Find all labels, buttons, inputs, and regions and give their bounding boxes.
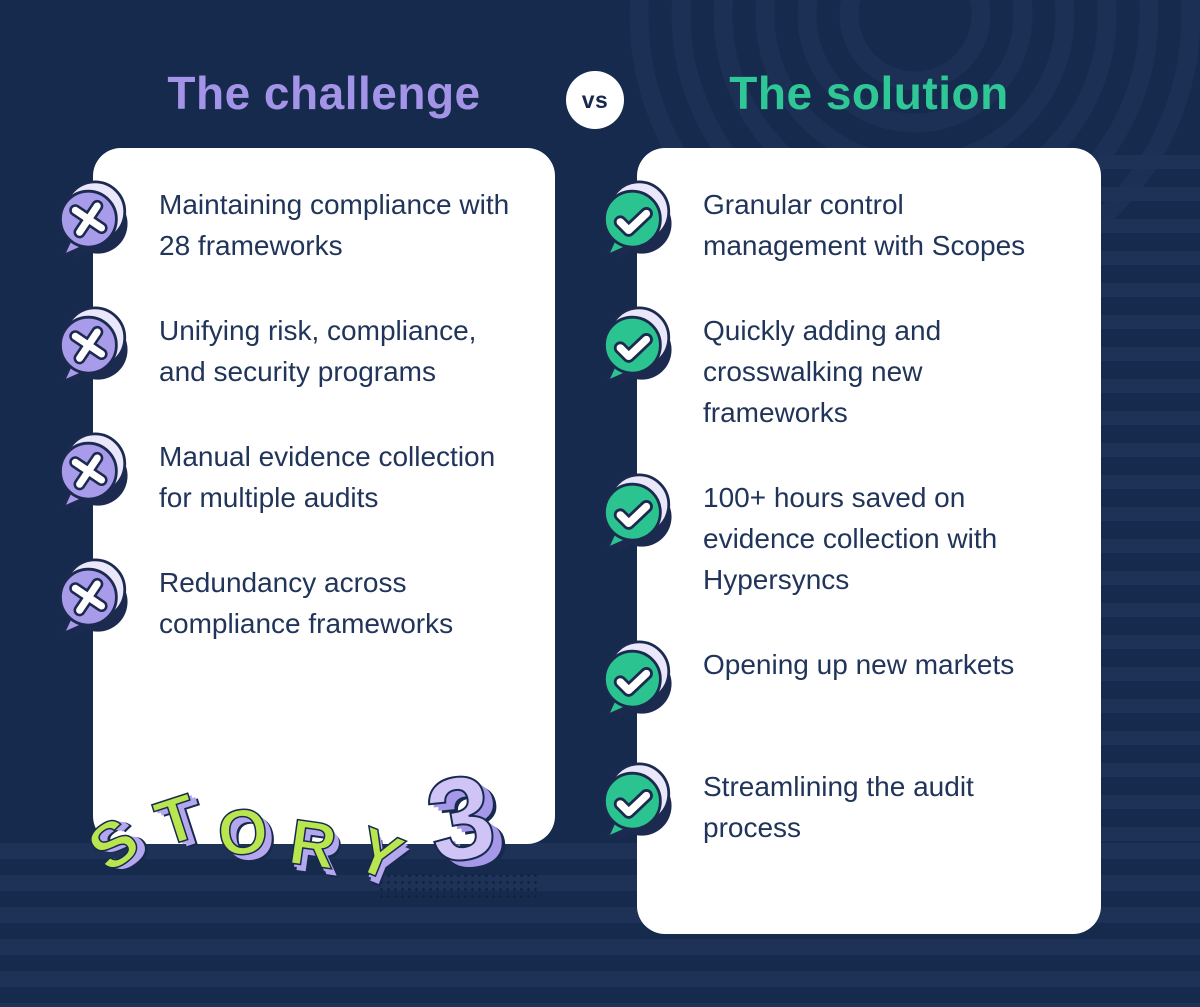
plus-bubble-icon [59,558,128,638]
challenge-card: Maintaining compliance with 28 framework… [59,148,555,844]
challenge-item: Unifying risk, compliance, and security … [59,306,527,392]
plus-bubble-icon [59,180,128,260]
solution-item-text: Quickly adding and crosswalking new fram… [703,315,942,428]
story-letter: O [213,793,272,871]
solution-item-text: Granular control management with Scopes [703,189,1026,261]
challenge-item-text: Redundancy across compliance frameworks [159,567,454,639]
plus-bubble-icon [59,306,128,386]
story-letter: Y [345,812,413,896]
check-bubble-icon [603,473,672,553]
challenge-item-text: Maintaining compliance with 28 framework… [159,189,510,261]
story-letter: T [146,779,207,861]
solution-item-list: Granular control management with Scopes … [603,148,1101,848]
challenge-item-text: Manual evidence collection for multiple … [159,441,496,513]
solution-item: Granular control management with Scopes [603,180,1073,266]
solution-item: Streamlining the audit process [603,762,1073,848]
plus-bubble-icon [59,432,128,512]
solution-item: Quickly adding and crosswalking new fram… [603,306,1073,433]
story-letter: R [284,804,341,883]
solution-item: Opening up new markets [603,640,1073,722]
solution-item-text: Opening up new markets [703,649,1015,680]
challenge-item-list: Maintaining compliance with 28 framework… [59,148,555,644]
check-bubble-icon [603,180,672,260]
challenge-item-text: Unifying risk, compliance, and security … [159,315,477,387]
challenge-title: The challenge [167,67,481,119]
solution-item: 100+ hours saved on evidence collection … [603,473,1073,600]
check-bubble-icon [603,640,672,720]
challenge-item: Maintaining compliance with 28 framework… [59,180,527,266]
check-bubble-icon [603,762,672,842]
right-stripes-decoration [1098,155,1200,855]
halftone-dots-decoration [378,872,538,900]
solution-item-text: 100+ hours saved on evidence collection … [703,482,998,595]
challenge-item: Manual evidence collection for multiple … [59,432,527,518]
check-bubble-icon [603,306,672,386]
solution-card: Granular control management with Scopes … [603,148,1101,934]
solution-item-text: Streamlining the audit process [703,771,974,843]
challenge-item: Redundancy across compliance frameworks [59,558,527,644]
vs-label: vs [581,86,609,113]
vs-badge: vs [566,71,624,129]
solution-title: The solution [729,67,1009,119]
